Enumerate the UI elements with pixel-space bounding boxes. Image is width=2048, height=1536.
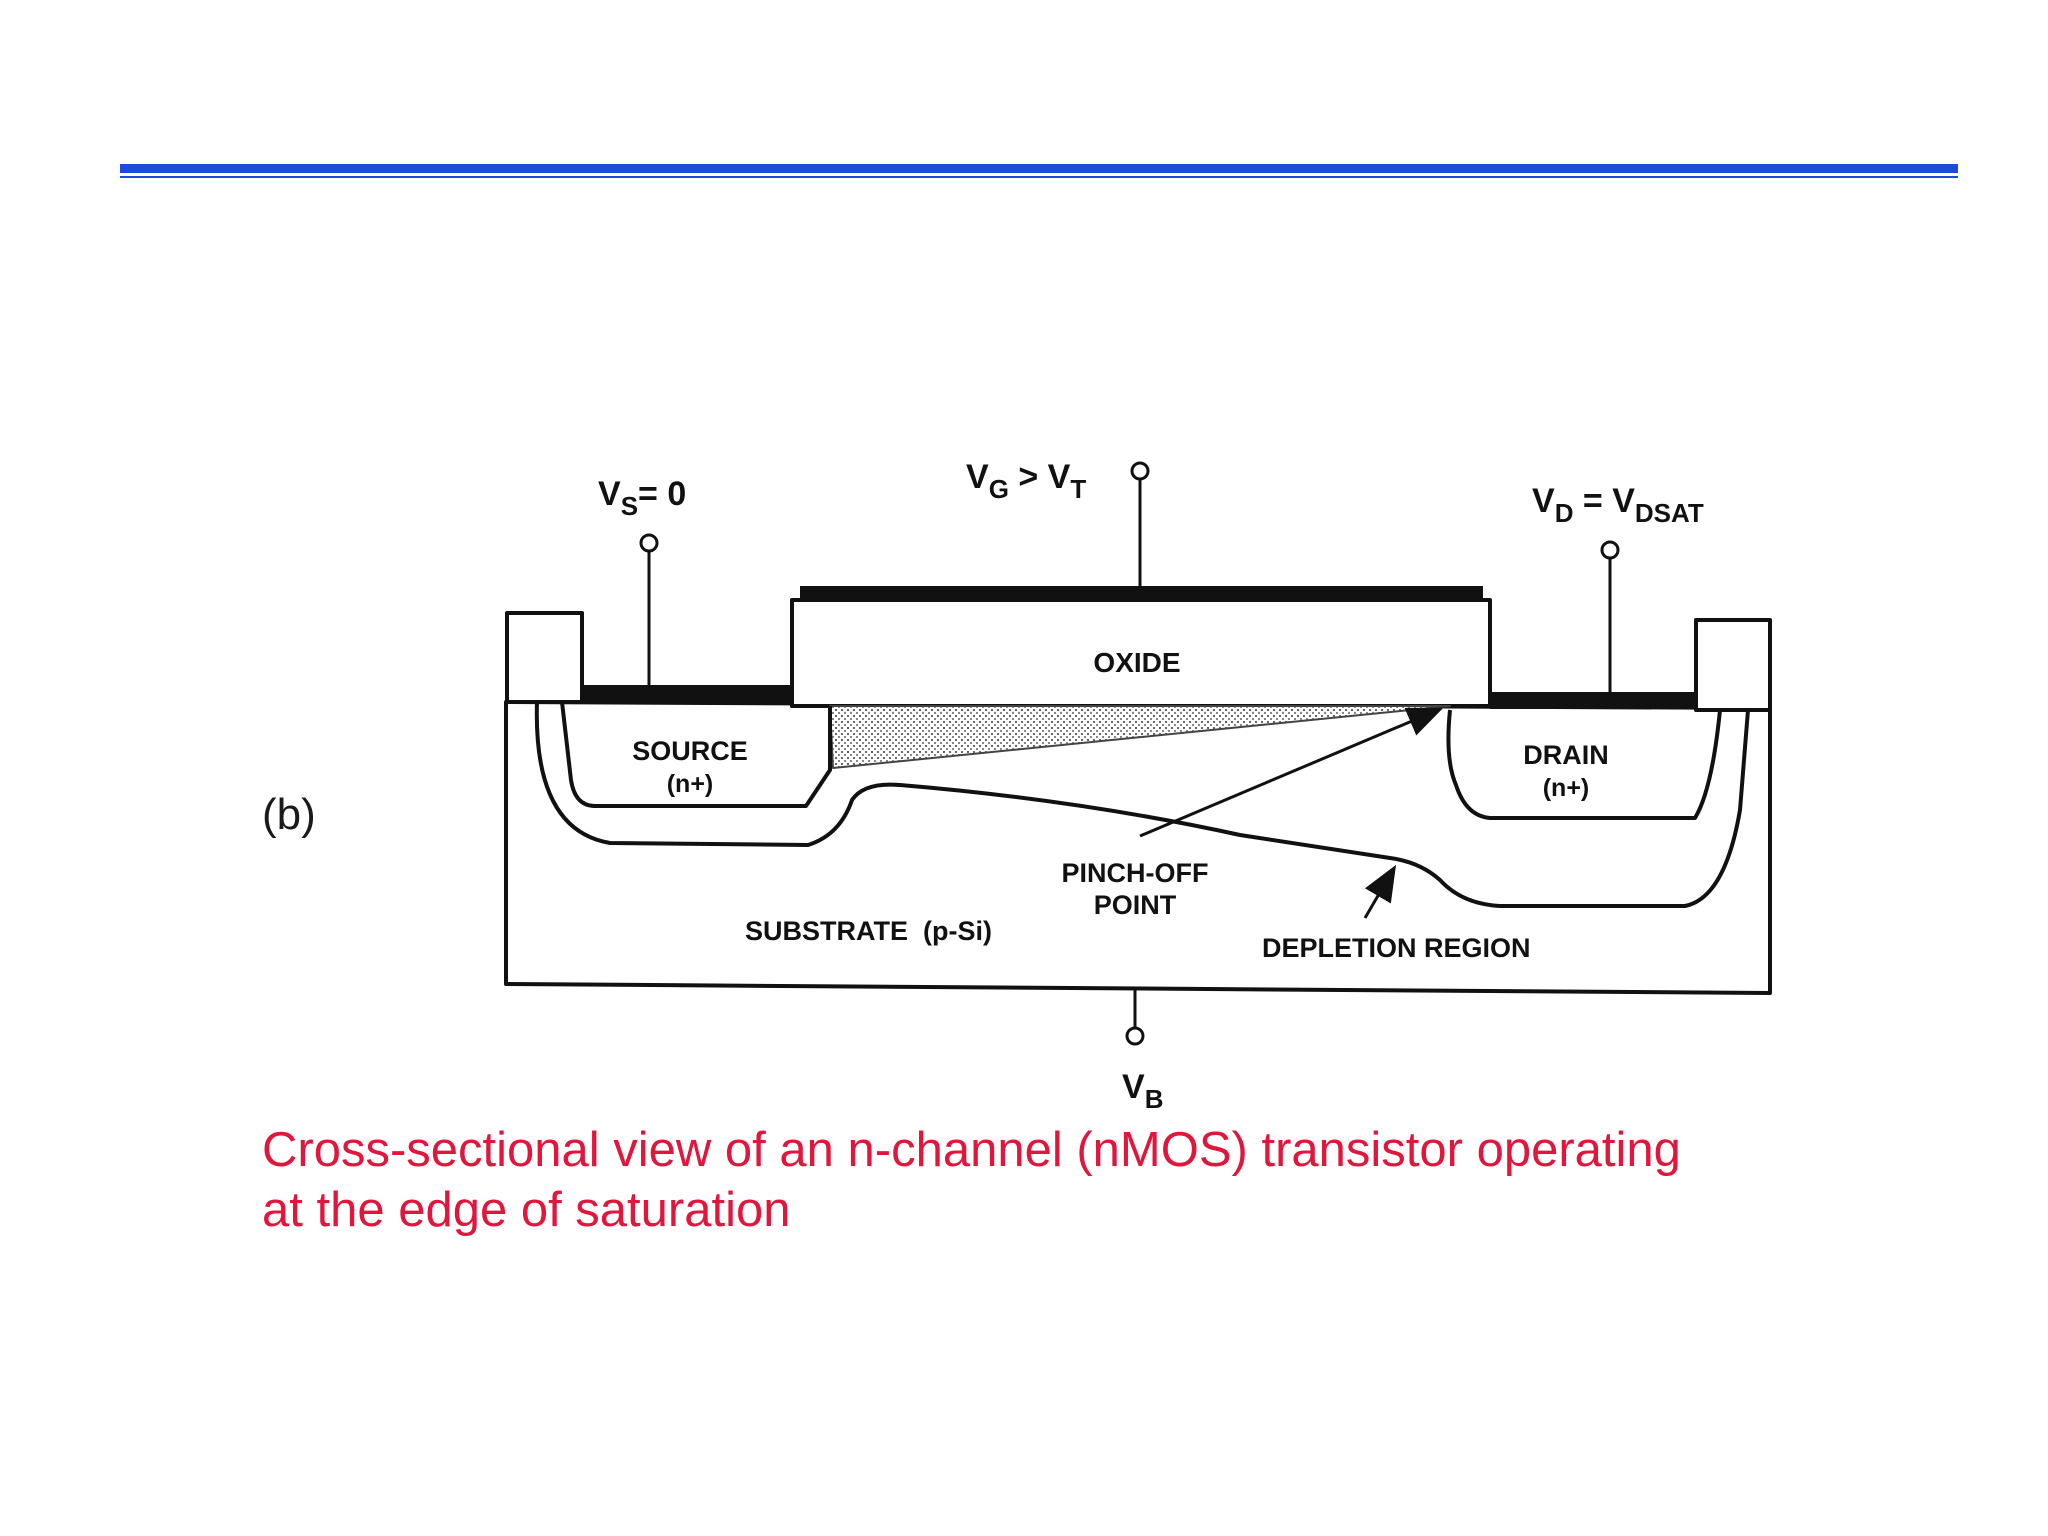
gate-electrode bbox=[800, 586, 1483, 600]
field-oxide-left bbox=[505, 611, 584, 704]
source-region bbox=[560, 701, 832, 808]
depletion-region-label: DEPLETION REGION bbox=[1262, 933, 1531, 963]
panel-label: (b) bbox=[262, 790, 316, 839]
drain-label: DRAIN bbox=[1523, 740, 1609, 770]
figure-caption: Cross-sectional view of an n-channel (nM… bbox=[262, 1120, 1822, 1240]
depletion-boundary bbox=[534, 701, 1750, 908]
pinch-off-label: PINCH-OFF bbox=[1062, 858, 1209, 888]
pinch-off-label-line2: POINT bbox=[1094, 890, 1177, 920]
source-terminal-circle bbox=[639, 533, 659, 553]
source-voltage-label: VS= 0 bbox=[598, 475, 686, 521]
caption-line-1: Cross-sectional view of an n-channel (nM… bbox=[262, 1123, 1681, 1177]
source-label: SOURCE bbox=[632, 736, 748, 766]
pinch-off-arrow bbox=[1139, 707, 1444, 838]
header-rule bbox=[120, 164, 1958, 173]
depletion-arrow bbox=[1363, 864, 1397, 919]
drain-doping-label: (n+) bbox=[1543, 774, 1590, 802]
body-voltage-label: VB bbox=[1122, 1068, 1163, 1114]
drain-voltage-label: VD = VDSAT bbox=[1532, 482, 1704, 528]
caption-line-2: at the edge of saturation bbox=[262, 1183, 791, 1237]
field-oxide-right bbox=[1694, 618, 1772, 712]
substrate-label: SUBSTRATE (p-Si) bbox=[745, 916, 992, 946]
source-doping-label: (n+) bbox=[667, 770, 714, 798]
body-terminal-circle bbox=[1125, 1026, 1145, 1046]
source-contact bbox=[582, 685, 792, 702]
drain-region bbox=[1446, 709, 1722, 820]
gate-terminal-circle bbox=[1130, 461, 1150, 481]
header-rule-thin bbox=[120, 176, 1958, 178]
drain-terminal-circle bbox=[1600, 540, 1620, 560]
oxide-label: OXIDE bbox=[1093, 647, 1180, 678]
drain-contact bbox=[1490, 692, 1696, 709]
gate-voltage-label: VG > VT bbox=[966, 458, 1086, 504]
